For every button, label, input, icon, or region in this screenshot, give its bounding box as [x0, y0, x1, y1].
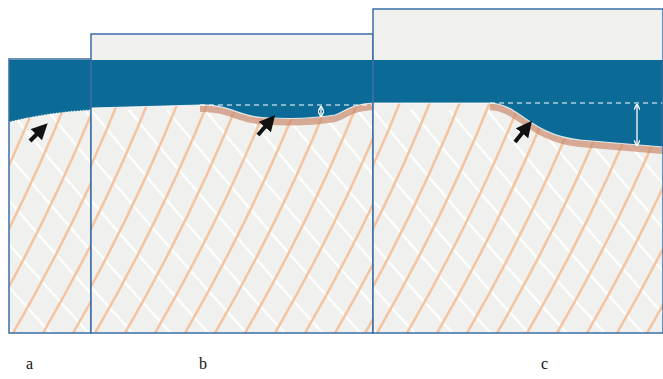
- tissue-panel: [91, 34, 373, 333]
- panel-frame: [91, 34, 373, 333]
- panel-frame: [9, 59, 91, 333]
- tissue-ground: [373, 9, 663, 333]
- fiber-line: [271, 95, 373, 333]
- fiber-line: [91, 110, 177, 333]
- fiber-line: [91, 95, 151, 333]
- fiber-line: [373, 110, 459, 333]
- fiber-line: [9, 95, 91, 333]
- panel-letter: b: [199, 355, 207, 373]
- fiber-line: [151, 95, 271, 333]
- panel-letter: a: [26, 355, 33, 373]
- surface-line: [373, 103, 663, 147]
- depth-arrow: [320, 107, 321, 116]
- fiber-line: [121, 95, 241, 333]
- fiber-line: [181, 95, 301, 333]
- blue-layer: [9, 60, 91, 122]
- fiber-line: [373, 110, 497, 333]
- fiber-line: [69, 95, 91, 333]
- surface-line: [91, 103, 373, 119]
- fiber-line: [373, 95, 463, 333]
- fiber-line: [91, 95, 181, 333]
- fiber-line: [373, 95, 493, 333]
- fiber-line: [403, 95, 523, 333]
- tissue-panel: [373, 9, 663, 333]
- fiber-line: [9, 95, 69, 333]
- fiber-line: [373, 95, 433, 333]
- fiber-line: [211, 95, 331, 333]
- fiber-line: [301, 95, 373, 333]
- fiber-line: [331, 95, 373, 333]
- fiber-line: [91, 110, 215, 333]
- fiber-line: [39, 95, 91, 333]
- panel-frame: [373, 9, 663, 333]
- blue-layer: [91, 60, 373, 119]
- pointer-arrow: [515, 127, 527, 142]
- fiber-line: [9, 95, 91, 333]
- fiber-line: [361, 95, 373, 333]
- fiber-line: [91, 95, 211, 333]
- pointer-arrow: [30, 129, 42, 141]
- fiber-line: [85, 110, 91, 333]
- fiber-line: [47, 110, 91, 333]
- pointer-arrow: [258, 121, 270, 135]
- reference-line: [490, 102, 663, 103]
- blue-layer: [373, 60, 663, 147]
- panel-letter: c: [541, 355, 548, 373]
- reference-line: [200, 104, 373, 105]
- tissue-panel: [9, 59, 91, 333]
- depth-arrow: [636, 105, 637, 145]
- fiber-line: [241, 95, 361, 333]
- surface-line: [9, 110, 91, 122]
